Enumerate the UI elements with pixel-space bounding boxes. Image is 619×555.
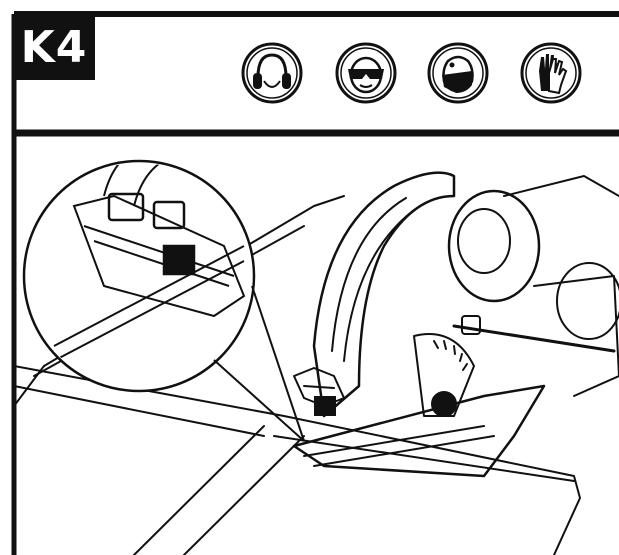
motor-housing: [447, 189, 541, 303]
gloves-icon: [520, 42, 582, 104]
ear-protection-icon: [241, 42, 303, 104]
step-label: K4: [13, 14, 95, 80]
detail-magnifier: [22, 159, 305, 442]
bevel-scale: [413, 333, 475, 417]
bevel-lock-knob: [431, 391, 457, 417]
eye-protection-icon: [335, 42, 397, 104]
saw-base-plate: [292, 384, 546, 478]
saw-illustration: [14, 159, 619, 555]
dust-mask-icon: [427, 42, 489, 104]
bevel-scale-ticks: [433, 340, 468, 371]
lower-board: [14, 365, 581, 555]
blade-guard: [312, 171, 456, 418]
blade-notch: [293, 367, 345, 407]
